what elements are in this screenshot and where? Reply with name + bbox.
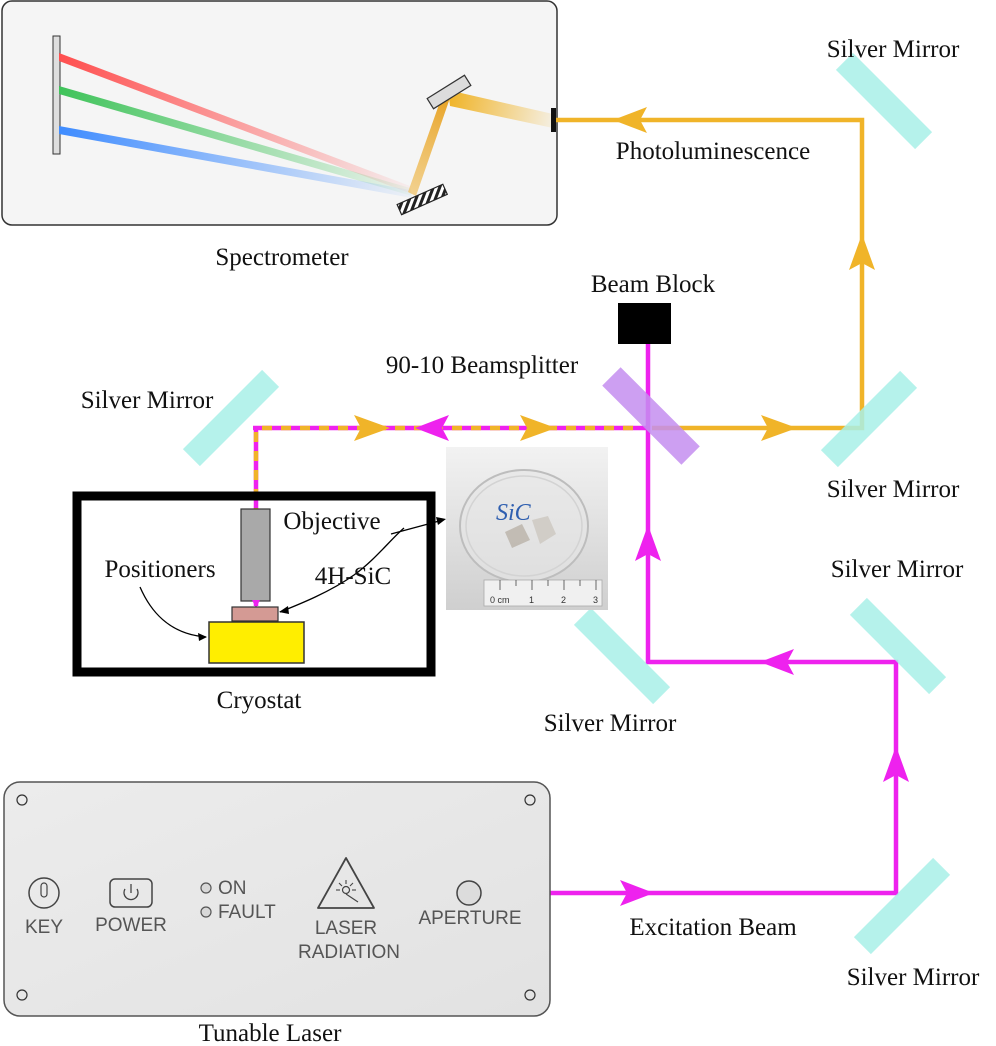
silver-mirror-top-right-label: Silver Mirror <box>827 36 960 63</box>
green-dispersed-beam <box>59 86 412 196</box>
arrow-excitation-up-2 <box>635 525 661 561</box>
mirrors <box>182 52 951 955</box>
excitation-beam-label: Excitation Beam <box>629 914 797 941</box>
positioners-label: Positioners <box>104 556 215 583</box>
aperture-icon <box>456 880 482 906</box>
focus-arrow <box>252 600 260 608</box>
labels: Spectrometer Silver Mirror Photoluminesc… <box>81 36 980 1046</box>
key-switch[interactable]: KEY <box>25 877 63 938</box>
laser-warning: LASER RADIATION <box>298 857 400 963</box>
arrow-pl-left <box>613 107 647 133</box>
beam-arrows <box>354 107 909 906</box>
silver-mirror-left <box>182 369 280 467</box>
silver-mirror-left-label: Silver Mirror <box>81 387 214 414</box>
tunable-laser-label: Tunable Laser <box>199 1020 342 1046</box>
handwritten-label: SiC <box>496 500 532 526</box>
spectrometer-label: Spectrometer <box>215 244 349 271</box>
screw-top-right <box>524 794 536 806</box>
screw-top-left <box>16 794 28 806</box>
laser-label-line2: RADIATION <box>298 942 400 963</box>
arrow-excitation-right <box>620 880 654 906</box>
petri-dish <box>459 469 589 583</box>
arrow-pl-right-3 <box>761 415 797 441</box>
screw-bottom-left <box>16 989 28 1001</box>
spectrometer <box>1 0 558 226</box>
sic-piece-2 <box>532 516 556 544</box>
tunable-laser: KEY POWER ON FAULT LASER RADIATION <box>3 781 551 1017</box>
sample-photo: SiC 0 cm 1 2 3 <box>446 447 608 610</box>
laser-label-line1: LASER <box>315 918 377 939</box>
ruler-tick-2: 2 <box>561 595 566 605</box>
silver-mirror-right-middle <box>820 370 918 468</box>
photoluminescence-label: Photoluminescence <box>616 138 810 165</box>
ruler-unit: 0 cm <box>490 595 510 605</box>
status-indicators: ON FAULT <box>200 878 276 923</box>
objective-label: Objective <box>283 508 380 535</box>
sample-label: 4H-SiC <box>315 563 391 590</box>
silver-mirror-right-lower <box>849 597 947 695</box>
power-label: POWER <box>95 915 167 936</box>
power-icon <box>109 878 153 908</box>
aperture-label: APERTURE <box>418 908 521 929</box>
blue-dispersed-beam <box>59 126 412 198</box>
red-dispersed-beam <box>59 53 412 194</box>
screw-bottom-right <box>524 989 536 1001</box>
fault-label: FAULT <box>218 902 276 923</box>
cryostat-label: Cryostat <box>217 687 302 714</box>
sic-piece-1 <box>505 524 530 548</box>
aperture: APERTURE <box>418 880 522 929</box>
arrow-excitation-left <box>760 649 794 675</box>
laser-housing <box>3 781 551 1017</box>
laser-radiation-warning-icon <box>317 857 375 909</box>
beamsplitter-label: 90-10 Beamsplitter <box>386 352 579 379</box>
on-led-icon <box>200 882 212 894</box>
on-label: ON <box>218 878 247 899</box>
sample-4h-sic <box>231 606 279 622</box>
spectrometer-housing <box>1 0 558 226</box>
ruler-tick-3: 3 <box>593 595 598 605</box>
leader-positioners <box>139 586 207 638</box>
petri-dish-rim <box>465 475 583 577</box>
silver-mirror-bottom-right <box>853 857 951 955</box>
silver-mirror-center-bottom-label: Silver Mirror <box>544 710 677 737</box>
arrow-pl-right-1 <box>354 415 390 441</box>
arrow-excitation-up-1 <box>883 746 909 782</box>
diffraction-grating <box>396 183 449 216</box>
beam-block-label: Beam Block <box>591 271 716 298</box>
beam-block <box>618 303 671 344</box>
beamsplitter <box>602 367 700 465</box>
leader-photo <box>390 519 444 535</box>
silver-mirror-right-middle-label: Silver Mirror <box>827 476 960 503</box>
leader-sample <box>279 527 405 613</box>
arrow-pl-up <box>849 234 875 270</box>
key-icon <box>28 877 60 909</box>
spectrometer-fold-mirror <box>426 74 472 110</box>
entrance-slit <box>551 108 556 132</box>
objective-lens <box>240 508 271 602</box>
fault-led-icon <box>200 906 212 918</box>
arrow-pl-right-2 <box>520 415 556 441</box>
power-button[interactable]: POWER <box>95 878 167 936</box>
ruler-ticks <box>499 580 597 590</box>
silver-mirror-right-lower-label: Silver Mirror <box>831 556 964 583</box>
ccd-detector <box>52 35 61 155</box>
ruler-tick-1: 1 <box>529 595 534 605</box>
entrance-beam <box>448 90 553 128</box>
positioner-stage <box>208 621 305 664</box>
silver-mirror-top-right <box>835 52 933 150</box>
leader-lines <box>139 517 446 641</box>
ruler <box>483 579 603 607</box>
fold-beam <box>408 96 450 196</box>
cryostat-housing <box>72 491 436 677</box>
silver-mirror-bottom-right-label: Silver Mirror <box>847 964 980 991</box>
arrow-excitation-left-2 <box>415 415 449 441</box>
cryostat <box>72 491 436 677</box>
silver-mirror-center-bottom <box>573 607 671 705</box>
key-label: KEY <box>25 917 63 938</box>
